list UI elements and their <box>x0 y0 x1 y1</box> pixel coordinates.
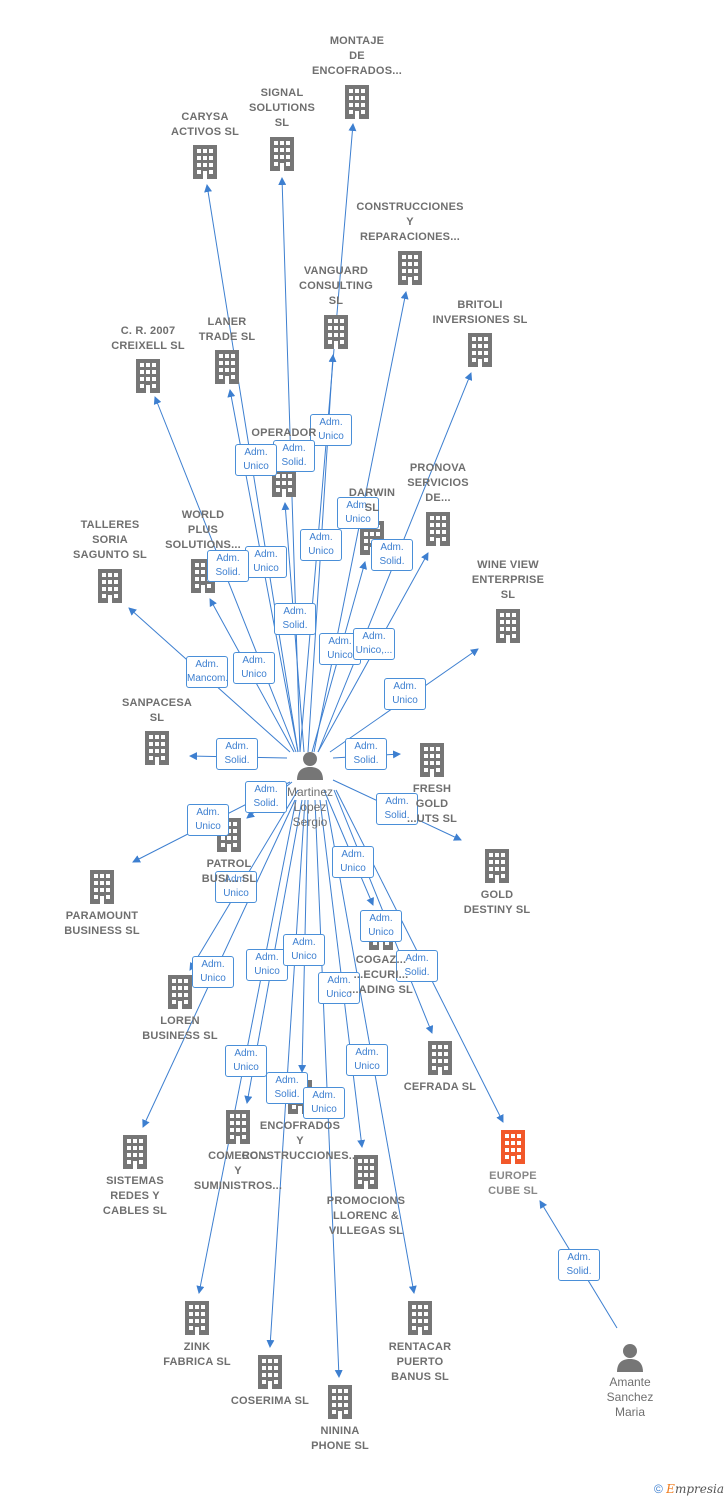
edge-label-martinez-patrol[interactable]: Adm.Solid. <box>245 781 287 813</box>
person-icon-amante[interactable] <box>617 1344 643 1372</box>
edge-label-martinez-ninina[interactable]: Adm.Unico <box>303 1087 345 1119</box>
building-icon-fresh[interactable] <box>420 743 444 777</box>
building-icon-laner[interactable] <box>215 350 239 384</box>
edge-label-martinez-encofrados[interactable]: Adm.Unico <box>283 934 325 966</box>
edge-label-martinez-britoli[interactable]: Adm.Solid. <box>371 539 413 571</box>
edge-label-martinez-darwin[interactable]: Adm.Unico <box>337 497 379 529</box>
edge-label-martinez-rentacar[interactable]: Adm.Unico <box>346 1044 388 1076</box>
building-icon-wineview[interactable] <box>496 609 520 643</box>
building-icon-vanguard[interactable] <box>324 315 348 349</box>
building-icon-creixell[interactable] <box>136 359 160 393</box>
company-label-cogaz[interactable]: COGAZ......ECURI......ADING SL <box>349 954 413 996</box>
copyright-symbol: © <box>653 1482 663 1496</box>
edge-label-martinez-zink[interactable]: Adm.Unico <box>225 1045 267 1077</box>
edge-label-martinez-signal[interactable]: Adm.Solid. <box>273 440 315 472</box>
company-label-coserima[interactable]: COSERIMA SL <box>230 1395 310 1407</box>
company-label-operador[interactable]: OPERADOR <box>251 427 317 439</box>
edge-label-martinez-sistemas[interactable]: Adm.Unico <box>192 956 234 988</box>
person-icon-martinez[interactable] <box>297 752 323 780</box>
edge-label-martinez-coserima[interactable]: Adm.Solid. <box>266 1072 308 1104</box>
building-icon-gold[interactable] <box>485 849 509 883</box>
building-icon-paramount[interactable] <box>90 870 114 904</box>
edge-label-martinez-pronova[interactable]: Adm.Unico,... <box>353 628 395 660</box>
building-icon-signal[interactable] <box>270 137 294 171</box>
edge-label-martinez-sanpacesa[interactable]: Adm.Solid. <box>216 738 258 770</box>
edge-label-martinez-cefrada[interactable]: Adm.Solid. <box>396 950 438 982</box>
building-icon-zink[interactable] <box>185 1301 209 1335</box>
edge-label-martinez-comercial[interactable]: Adm.Unico <box>246 949 288 981</box>
edge-label-martinez-carysa[interactable]: Adm.Unico <box>235 444 277 476</box>
building-icon-montaje[interactable] <box>345 85 369 119</box>
edge-label-martinez-talleres[interactable]: Adm.Mancom. <box>186 656 228 688</box>
edge-label-martinez-fresh[interactable]: Adm.Solid. <box>345 738 387 770</box>
building-icon-pronova[interactable] <box>426 512 450 546</box>
building-icon-britoli[interactable] <box>468 333 492 367</box>
building-icon-sistemas[interactable] <box>123 1135 147 1169</box>
edge-label-martinez-gold[interactable]: Adm.Solid. <box>376 793 418 825</box>
building-icon-sanpacesa[interactable] <box>145 731 169 765</box>
edge-label-martinez-cogaz[interactable]: Adm.Unico <box>332 846 374 878</box>
building-icon-cefrada[interactable] <box>428 1041 452 1075</box>
building-icon-europe[interactable] <box>501 1130 525 1164</box>
edge-label-martinez-vanguard[interactable]: Adm.Solid. <box>274 603 316 635</box>
edge-label-amante-europe[interactable]: Adm.Solid. <box>558 1249 600 1281</box>
edge-label-martinez-promocions[interactable]: Adm.Unico <box>318 972 360 1004</box>
edge-label-martinez-wineview[interactable]: Adm.Unico <box>384 678 426 710</box>
building-icon-rentacar[interactable] <box>408 1301 432 1335</box>
building-icon-construcciones_rep[interactable] <box>398 251 422 285</box>
edge-label-martinez-world[interactable]: Adm.Solid. <box>207 550 249 582</box>
edge-label-martinez-construcciones_rep[interactable]: Adm.Unico <box>300 529 342 561</box>
building-icon-carysa[interactable] <box>193 145 217 179</box>
edge-label-martinez-creixell[interactable]: Adm.Unico <box>233 652 275 684</box>
company-label-cefrada[interactable]: CEFRADA SL <box>403 1081 477 1093</box>
building-icon-loren[interactable] <box>168 975 192 1009</box>
footer: © Empresia <box>654 1482 724 1496</box>
edge-label-martinez-loren[interactable]: Adm.Unico <box>215 871 257 903</box>
edge-label-martinez-europe[interactable]: Adm.Unico <box>360 910 402 942</box>
empresia-logo[interactable]: Empresia <box>666 1482 724 1496</box>
edge-label-martinez-paramount[interactable]: Adm.Unico <box>187 804 229 836</box>
edge-label-martinez-montaje[interactable]: Adm.Unico <box>310 414 352 446</box>
building-icon-talleres[interactable] <box>98 569 122 603</box>
